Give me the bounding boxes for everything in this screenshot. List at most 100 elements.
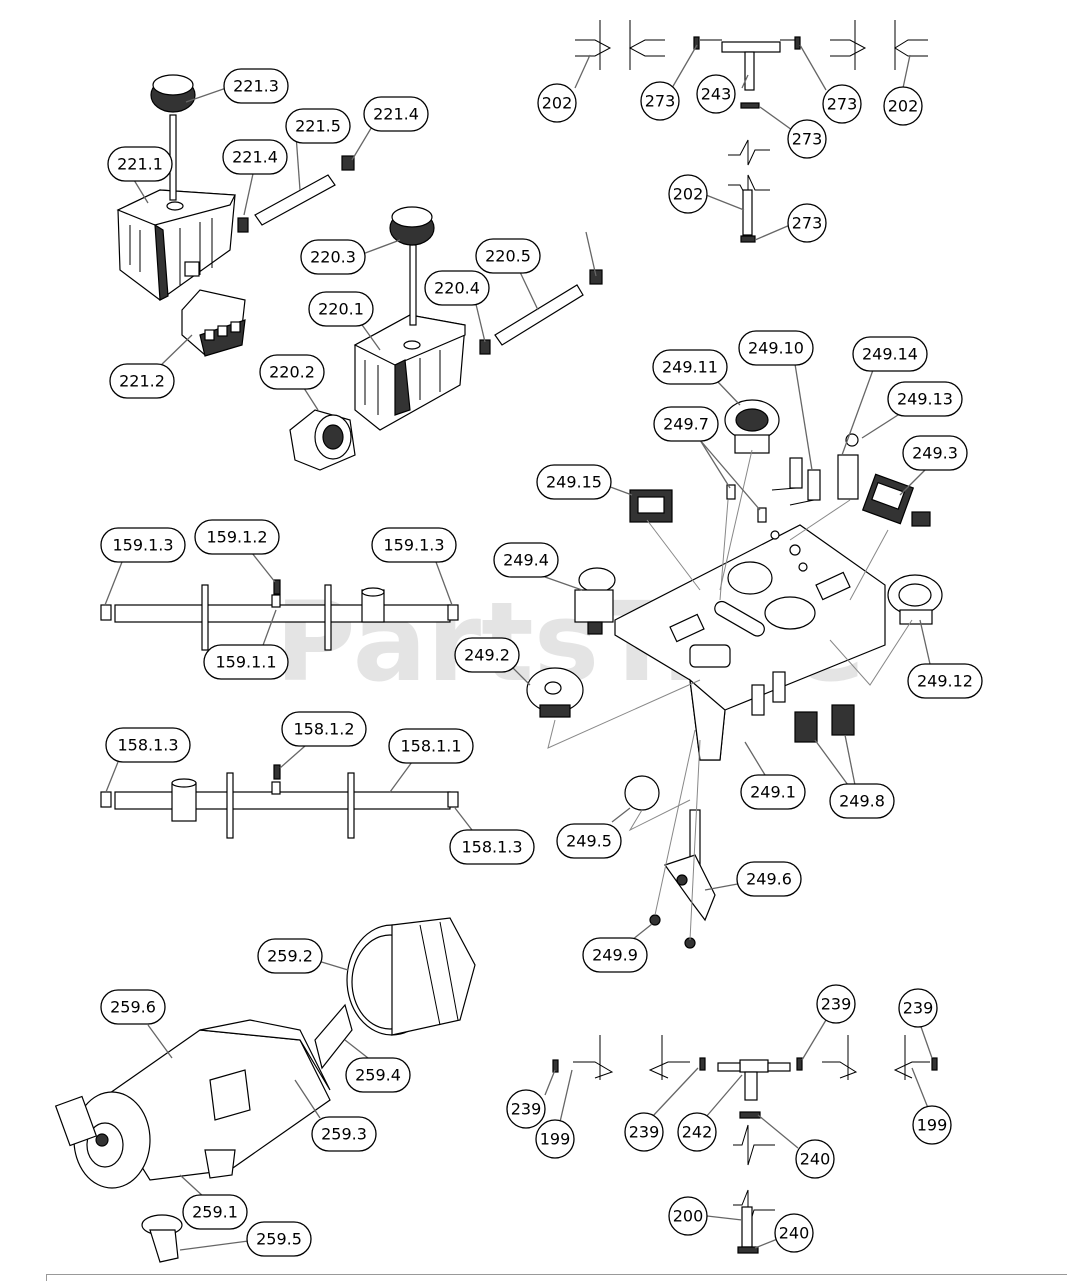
callout-249-11: 249.11 — [652, 349, 728, 385]
callout-bubble — [371, 527, 457, 563]
callout-bubble — [912, 1105, 952, 1145]
callout-number: 239 — [511, 1100, 542, 1119]
callout-bubble — [105, 727, 191, 763]
callout-bubble — [738, 330, 814, 366]
callout-bubble — [677, 1112, 717, 1152]
hose-221-5 — [237, 155, 355, 233]
callout-number: 259.5 — [256, 1230, 302, 1249]
callout-bubble — [203, 644, 289, 680]
filter-221-2 — [181, 289, 246, 357]
callout-bubble — [740, 774, 806, 810]
callout-bubble — [787, 203, 827, 243]
callout-bubble — [449, 829, 535, 865]
callout-number: 249.4 — [503, 551, 549, 570]
callout-bubble — [454, 637, 520, 673]
callout-bubble — [107, 146, 173, 182]
callout-259-1: 259.1 — [182, 1194, 248, 1230]
fitting-202-left — [575, 20, 612, 70]
callout-bubble — [506, 1089, 546, 1129]
callout-number: 240 — [779, 1224, 810, 1243]
callout-249-5: 249.5 — [556, 823, 622, 859]
callout-number: 159.1.1 — [215, 653, 276, 672]
callout-158-1-3-1: 158.1.3 — [105, 727, 191, 763]
nuts-249-9 — [649, 914, 696, 949]
callout-bubble — [535, 1119, 575, 1159]
callout-bubble — [787, 119, 827, 159]
callout-bubble — [363, 96, 429, 132]
callout-number: 158.1.1 — [400, 737, 461, 756]
parts-drawings — [54, 20, 943, 1263]
callout-249-7: 249.7 — [653, 406, 719, 442]
switch-249-4 — [574, 567, 616, 635]
callout-220-1: 220.1 — [308, 291, 374, 327]
callout-number: 200 — [673, 1207, 704, 1226]
callout-number: 249.3 — [912, 444, 958, 463]
fitting-202-left-b — [628, 20, 665, 70]
callout-bubble — [774, 1213, 814, 1253]
callout-number: 249.5 — [566, 832, 612, 851]
assembly-lines — [547, 449, 913, 941]
callout-bubble — [902, 435, 968, 471]
callout-bubble — [536, 464, 612, 500]
callout-273-1: 273 — [640, 81, 680, 121]
filter-220-2 — [289, 409, 356, 471]
screws-249-7 — [726, 484, 767, 523]
callout-number: 249.2 — [464, 646, 510, 665]
callout-221-5: 221.5 — [285, 108, 351, 144]
callout-259-3: 259.3 — [311, 1116, 377, 1152]
callout-number: 259.6 — [110, 998, 156, 1017]
callout-number: 202 — [673, 185, 704, 204]
callout-159-1-1: 159.1.1 — [203, 644, 289, 680]
callout-number: 249.12 — [917, 672, 973, 691]
callout-bubble — [388, 728, 474, 764]
lamp-249-13 — [837, 433, 859, 500]
callout-bubble — [556, 823, 622, 859]
callout-249-13: 249.13 — [887, 381, 963, 417]
callout-bubble — [668, 174, 708, 214]
callout-158-1-2: 158.1.2 — [281, 711, 367, 747]
callout-number: 249.9 — [592, 946, 638, 965]
callout-bubble — [257, 938, 323, 974]
gauge-249-11 — [724, 399, 780, 454]
callout-249-6: 249.6 — [736, 861, 802, 897]
callout-bubble — [493, 542, 559, 578]
callout-bubble — [311, 1116, 377, 1152]
callout-243: 243 — [696, 74, 736, 114]
callout-number: 243 — [701, 85, 732, 104]
callout-200: 200 — [668, 1196, 708, 1236]
callout-bubble — [816, 984, 856, 1024]
tee-243 — [693, 36, 801, 109]
callout-number: 221.4 — [232, 148, 278, 167]
callout-number: 199 — [540, 1130, 571, 1149]
callout-159-1-2: 159.1.2 — [194, 519, 280, 555]
callout-bubble — [259, 354, 325, 390]
callout-number: 242 — [682, 1123, 713, 1142]
callout-number: 158.1.3 — [117, 736, 178, 755]
plugs-249-8 — [794, 704, 855, 743]
callout-number: 273 — [827, 95, 858, 114]
callout-221-4-1: 221.4 — [222, 139, 288, 175]
callout-240-2: 240 — [774, 1213, 814, 1253]
wires-249-10 — [771, 457, 821, 506]
callout-bubble — [696, 74, 736, 114]
callout-number: 239 — [821, 995, 852, 1014]
callout-number: 159.1.2 — [206, 528, 267, 547]
callout-bubble — [852, 336, 928, 372]
fitting-202-right-a — [830, 20, 867, 70]
fitting-mid — [728, 139, 770, 243]
callout-249-2: 249.2 — [454, 637, 520, 673]
air-filter-259 — [54, 1003, 353, 1189]
callout-220-3: 220.3 — [300, 239, 366, 275]
callout-249-8: 249.8 — [829, 783, 895, 819]
callout-199-1: 199 — [535, 1119, 575, 1159]
callout-number: 259.4 — [355, 1066, 401, 1085]
callout-199-2: 199 — [912, 1105, 952, 1145]
callout-221-4-2: 221.4 — [363, 96, 429, 132]
tank-221 — [116, 74, 236, 301]
callout-bubble — [624, 1112, 664, 1152]
callout-273-4: 273 — [787, 203, 827, 243]
callout-bubble — [100, 989, 166, 1025]
callout-249-9: 249.9 — [582, 937, 648, 973]
